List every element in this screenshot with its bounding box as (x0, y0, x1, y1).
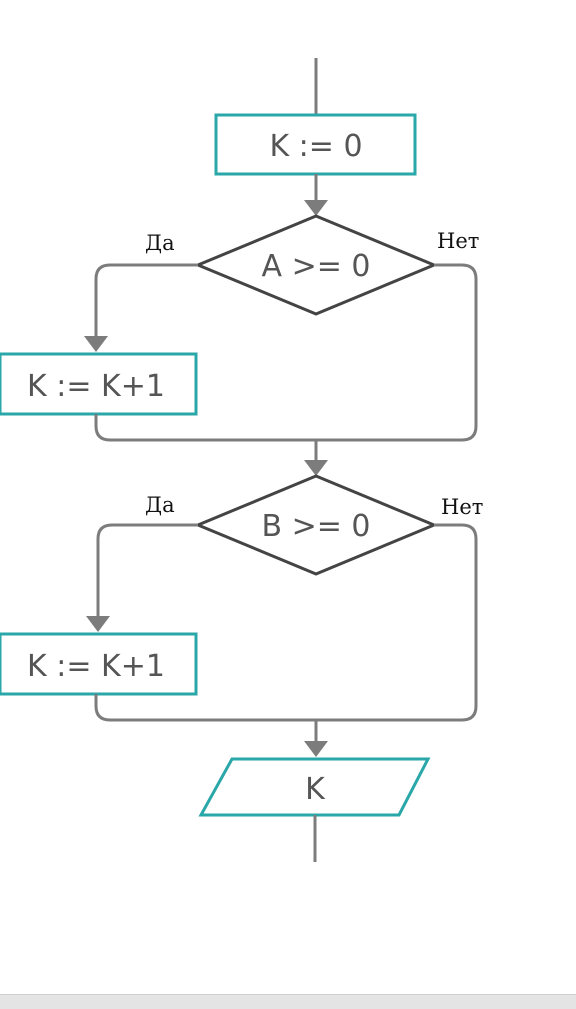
output-block-label: K (305, 772, 326, 807)
decision-1-no-path (316, 263, 478, 442)
arrow-down-icon (86, 616, 110, 632)
bottom-scroll-bar[interactable] (0, 994, 576, 1009)
arrow-down-icon (84, 336, 108, 352)
action-2-block: K := K+1 (0, 632, 198, 696)
decision-2: B >= 0 (194, 474, 438, 576)
arrow-down-icon (304, 460, 328, 476)
decision-2-no-path (316, 523, 478, 722)
decision-1-yes-path (94, 263, 198, 338)
action-1-merge-path (94, 414, 316, 442)
arrow-down-icon (304, 741, 328, 757)
action-2-label: K := K+1 (27, 649, 165, 684)
decision-2-yes-label: Да (145, 493, 175, 517)
decision-2-yes-path (96, 523, 198, 618)
arrow-down-icon (304, 200, 328, 216)
action-2-merge-path (94, 694, 316, 722)
decision-1-yes-label: Да (145, 231, 175, 255)
action-1-block: K := K+1 (0, 352, 198, 416)
decision-2-no-label: Нет (441, 495, 483, 519)
init-block: K := 0 (214, 113, 417, 176)
init-block-label: K := 0 (269, 129, 362, 164)
decision-1-no-label: Нет (437, 229, 479, 253)
decision-2-condition: B >= 0 (261, 509, 370, 544)
action-1-label: K := K+1 (27, 369, 165, 404)
decision-1-condition: A >= 0 (262, 249, 371, 284)
decision-1: A >= 0 (194, 214, 438, 316)
output-block: K (198, 757, 431, 817)
